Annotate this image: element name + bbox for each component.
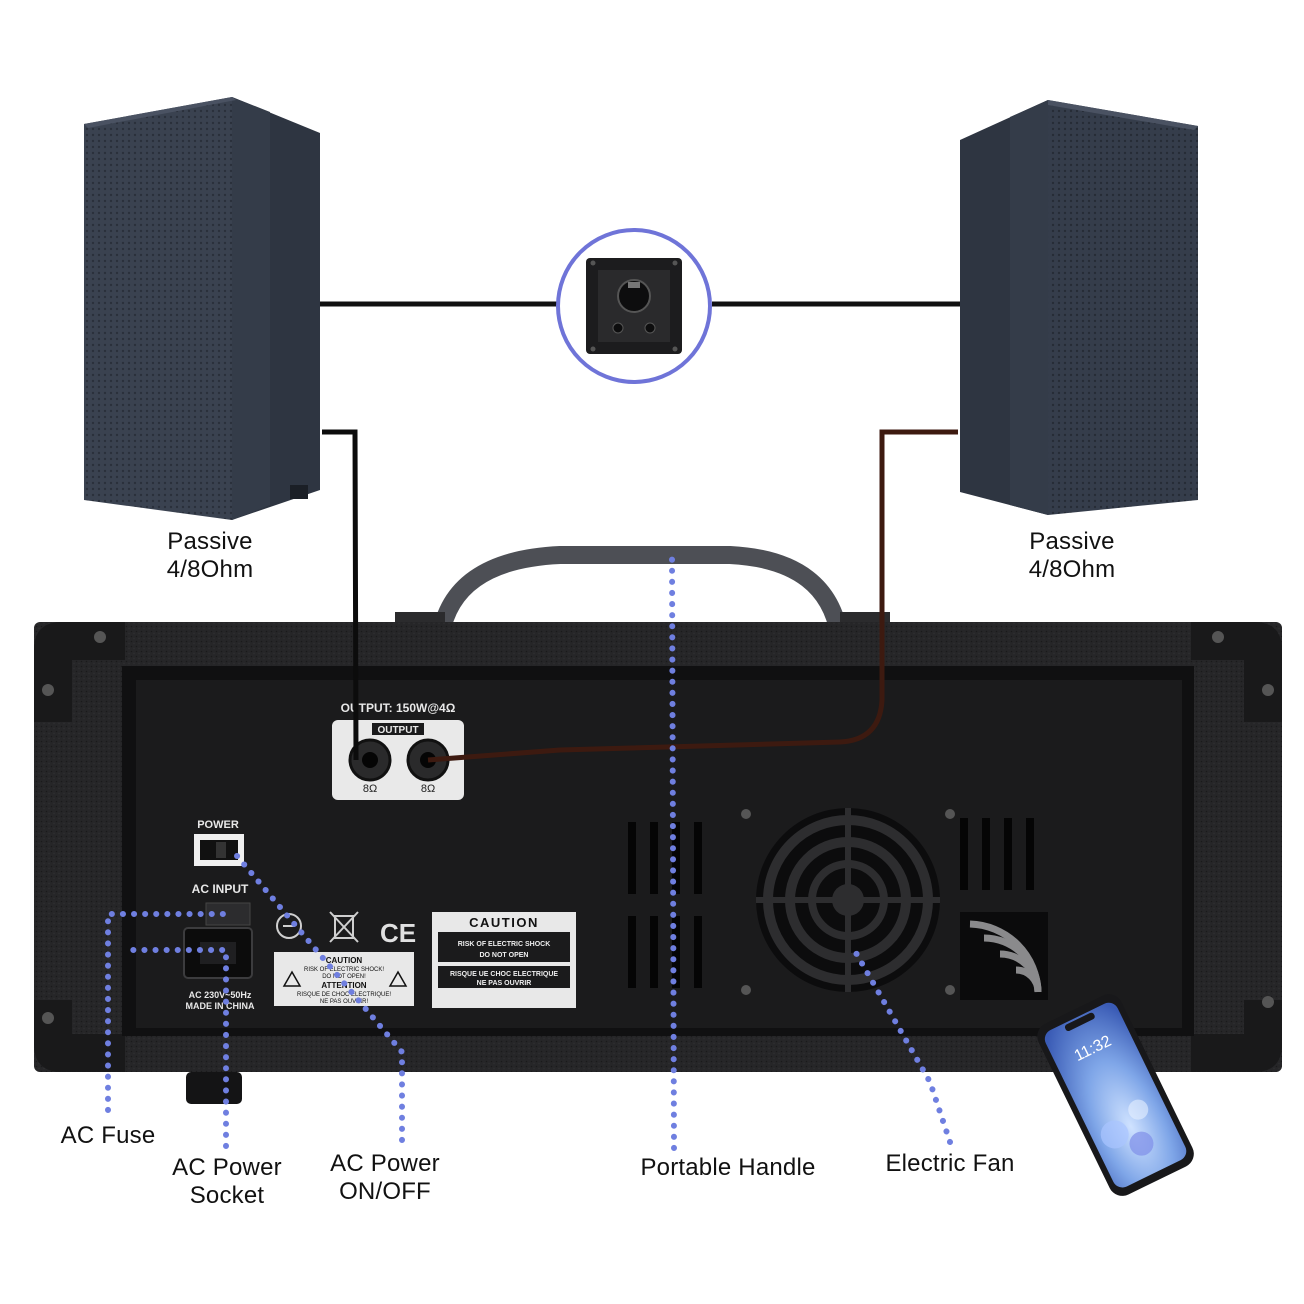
caution-small-line1: CAUTION (326, 956, 363, 965)
warning-triangle-icon (282, 970, 302, 987)
caution-large-line4: NE PAS OUVRIR (477, 980, 532, 987)
left-passive-speaker (84, 97, 320, 520)
power-section: POWER AC INPUT AC 230V~50Hz MADE IN CHIN… (183, 819, 255, 1011)
right-speaker-label-line2: 4/8Ohm (1028, 556, 1116, 583)
callout-ac-power-socket-line1: AC Power (172, 1154, 282, 1181)
speakon-connector-inset (556, 228, 712, 384)
electric-fan (741, 808, 955, 995)
power-label: POWER (197, 819, 239, 831)
callout-ac-power-switch: AC Power ON/OFF (314, 1150, 456, 1206)
right-speaker-label: Passive 4/8Ohm (1012, 528, 1132, 584)
callout-ac-power-socket-line2: Socket (189, 1182, 265, 1209)
portable-handle (431, 546, 849, 649)
callout-portable-handle: Portable Handle (640, 1154, 816, 1181)
caution-label-large: CAUTION RISK OF ELECTRIC SHOCK DO NOT OP… (432, 912, 576, 1008)
right-speaker-label-line1: Passive (1029, 528, 1115, 555)
ce-mark: CE (380, 918, 416, 948)
jack-right-label: 8Ω (421, 783, 435, 795)
smartphone: 11:32 (1037, 994, 1194, 1196)
right-passive-speaker (960, 100, 1198, 515)
ac-input-label: AC INPUT (192, 882, 249, 896)
callout-line-ac-fuse (105, 911, 231, 1113)
callout-lines (105, 553, 953, 1151)
callout-ac-power-switch-line1: AC Power (330, 1150, 440, 1177)
caution-large-line1: RISK OF ELECTRIC SHOCK (458, 941, 551, 948)
left-speaker-label: Passive 4/8Ohm (150, 528, 270, 584)
output-header: OUTPUT: 150W@4Ω (341, 701, 456, 715)
caution-label-small: CAUTION RISK OF ELECTRIC SHOCK! DO NOT O… (274, 952, 414, 1006)
output-section: OUTPUT: 150W@4Ω OUTPUT 8Ω 8Ω (332, 701, 464, 800)
caution-small-line6: NE PAS OUVRIR! (320, 999, 369, 1005)
made-in: MADE IN CHINA (186, 1001, 255, 1011)
jack-left-label: 8Ω (363, 783, 377, 795)
certification-marks: CE (276, 911, 416, 948)
weee-bin-icon (334, 915, 354, 939)
speaker-cable-left (322, 429, 359, 761)
output-box-label: OUTPUT (377, 725, 418, 736)
callout-electric-fan: Electric Fan (885, 1150, 1015, 1177)
callout-line-ac-power-switch (229, 847, 405, 1143)
left-speaker-label-line2: 4/8Ohm (166, 556, 254, 583)
callout-ac-power-socket: AC Power Socket (156, 1154, 298, 1210)
callout-ac-power-switch-line2: ON/OFF (339, 1178, 431, 1205)
vent-slots (628, 818, 1034, 988)
callout-ac-fuse: AC Fuse (60, 1122, 156, 1149)
speaker-cable-right (427, 429, 958, 763)
caution-small-line3: DO NOT OPEN! (322, 974, 366, 980)
caution-large-line3: RISQUE UE CHOC ELECTRIQUE (450, 971, 558, 978)
left-speaker-label-line1: Passive (167, 528, 253, 555)
ac-fuse-holder (205, 902, 251, 926)
callout-line-electric-fan (849, 943, 953, 1145)
callout-line-portable-handle (669, 553, 677, 1151)
wireless-icon (960, 912, 1048, 1000)
caution-small-line5: RISQUE DE CHOC ELECTRIQUE! (297, 992, 391, 998)
ac-rating: AC 230V~50Hz (189, 990, 252, 1000)
warning-triangle-icon (388, 970, 408, 987)
caution-small-line2: RISK OF ELECTRIC SHOCK! (304, 967, 384, 973)
callout-line-ac-power-socket (127, 947, 229, 1149)
caution-large-title: CAUTION (469, 915, 539, 930)
caution-large-line2: DO NOT OPEN (479, 952, 528, 959)
